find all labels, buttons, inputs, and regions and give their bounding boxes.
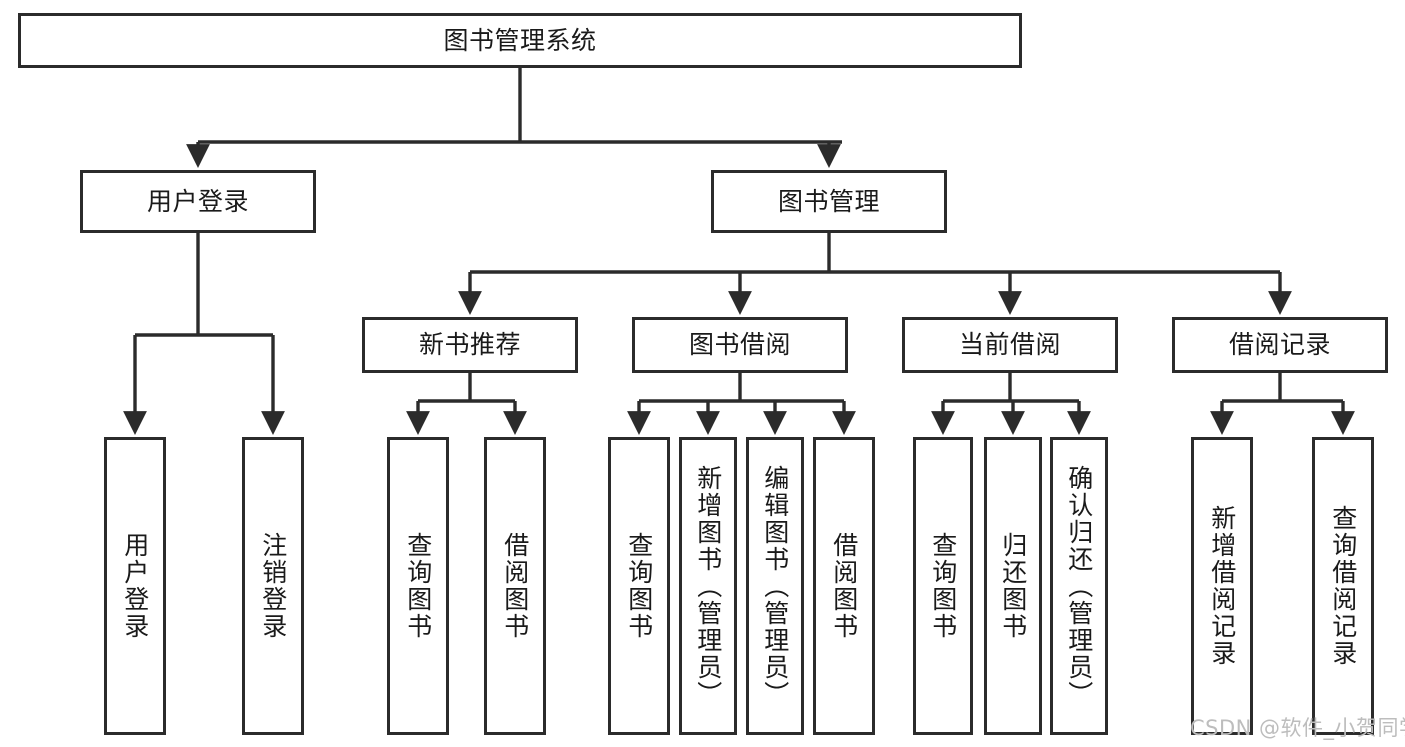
node-leaf-edit-book[interactable]: 编辑图书（管理员）: [746, 437, 804, 735]
node-user-login[interactable]: 用户登录: [80, 170, 316, 233]
node-leaf-logout-label: 注销登录: [258, 532, 288, 640]
node-new-book-recommend-label: 新书推荐: [418, 330, 521, 360]
node-leaf-add-borrow-record-label: 新增借阅记录: [1207, 505, 1237, 667]
edge-group-user-login: [123, 233, 285, 435]
edge-group-new-book-rec: [406, 373, 527, 435]
node-leaf-add-borrow-record[interactable]: 新增借阅记录: [1191, 437, 1253, 735]
node-leaf-query-borrow-record-label: 查询借阅记录: [1328, 505, 1358, 667]
node-root-label: 图书管理系统: [443, 25, 597, 55]
node-leaf-return-book-label: 归还图书: [998, 532, 1028, 640]
edge-group-book-borrow: [627, 373, 856, 435]
node-leaf-query-book[interactable]: 查询图书: [608, 437, 670, 735]
node-book-manage-label: 图书管理: [777, 186, 880, 216]
node-root[interactable]: 图书管理系统: [18, 13, 1022, 68]
node-leaf-borrow-book-recommend-label: 借阅图书: [500, 532, 530, 640]
node-leaf-query-book-current-label: 查询图书: [928, 532, 958, 640]
node-leaf-add-book-label: 新增图书（管理员）: [693, 464, 723, 708]
node-leaf-query-book-label: 查询图书: [624, 532, 654, 640]
edge-group-current-borrow: [931, 373, 1091, 435]
node-leaf-borrow-book-recommend[interactable]: 借阅图书: [484, 437, 546, 735]
node-borrow-record-label: 借阅记录: [1228, 330, 1331, 360]
node-leaf-confirm-return-label: 确认归还（管理员）: [1064, 464, 1094, 708]
node-current-borrow[interactable]: 当前借阅: [902, 317, 1118, 373]
node-leaf-query-book-current[interactable]: 查询图书: [913, 437, 973, 735]
node-new-book-recommend[interactable]: 新书推荐: [362, 317, 578, 373]
node-book-borrow-label: 图书借阅: [688, 330, 791, 360]
node-leaf-user-login[interactable]: 用户登录: [104, 437, 166, 735]
node-book-borrow[interactable]: 图书借阅: [632, 317, 848, 373]
node-leaf-borrow-book-label: 借阅图书: [829, 532, 859, 640]
csdn-watermark: CSDN @软件_小贺同学: [1190, 716, 1405, 740]
node-leaf-query-borrow-record[interactable]: 查询借阅记录: [1312, 437, 1374, 735]
node-leaf-borrow-book[interactable]: 借阅图书: [813, 437, 875, 735]
node-book-manage[interactable]: 图书管理: [711, 170, 947, 233]
node-leaf-confirm-return[interactable]: 确认归还（管理员）: [1050, 437, 1108, 735]
edge-group-book-manage: [458, 233, 1292, 315]
node-leaf-query-book-recommend[interactable]: 查询图书: [387, 437, 449, 735]
node-user-login-label: 用户登录: [146, 186, 249, 216]
node-leaf-return-book[interactable]: 归还图书: [984, 437, 1042, 735]
node-leaf-user-login-label: 用户登录: [120, 532, 150, 640]
node-leaf-logout[interactable]: 注销登录: [242, 437, 304, 735]
node-leaf-edit-book-label: 编辑图书（管理员）: [760, 464, 790, 708]
node-borrow-record[interactable]: 借阅记录: [1172, 317, 1388, 373]
edge-group-root: [186, 68, 842, 168]
node-current-borrow-label: 当前借阅: [958, 330, 1061, 360]
node-leaf-add-book[interactable]: 新增图书（管理员）: [679, 437, 737, 735]
edge-group-borrow-record: [1210, 373, 1355, 435]
node-leaf-query-book-recommend-label: 查询图书: [403, 532, 433, 640]
